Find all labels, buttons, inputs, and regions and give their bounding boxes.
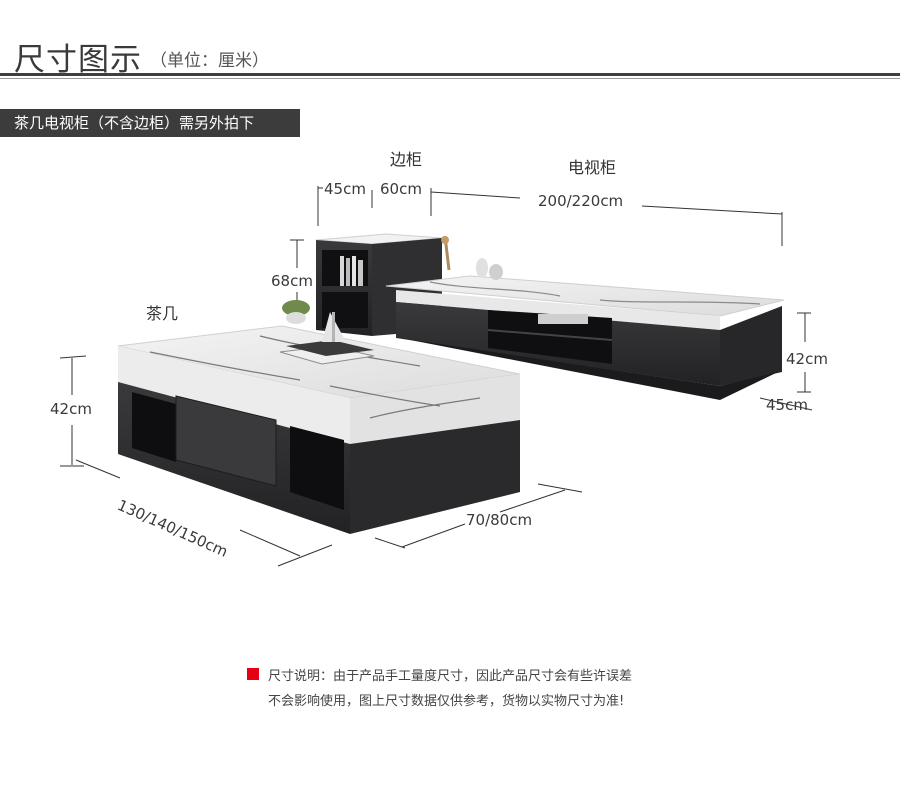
dimension-lines (59, 186, 813, 567)
dim-side-depth: 45cm (324, 180, 366, 198)
label-tv-cabinet: 电视柜 (568, 158, 617, 177)
red-square-icon (247, 668, 259, 680)
header-divider (0, 73, 900, 76)
dim-side-height: 68cm (271, 272, 313, 290)
dim-table-depth: 70/80cm (466, 511, 533, 529)
dim-tv-length: 200/220cm (538, 192, 624, 210)
purchase-note-banner: 茶几电视柜（不含边柜）需另外拍下 (0, 109, 300, 137)
label-coffee-table: 茶几 (146, 304, 179, 323)
page-title: 尺寸图示 (14, 42, 142, 78)
header-divider-thin (0, 78, 900, 79)
dim-tv-depth: 45cm (766, 396, 808, 414)
dim-tv-height: 42cm (786, 350, 828, 368)
coffee-table-drawing (117, 300, 521, 534)
furniture-illustration (59, 186, 813, 567)
tv-cabinet-drawing (385, 258, 785, 400)
disclaimer-line-1: 尺寸说明：由于产品手工量度尺寸，因此产品尺寸会有些许误差 (268, 669, 633, 684)
unit-note: （单位：厘米） (150, 51, 269, 71)
dim-side-width: 60cm (380, 180, 422, 198)
label-side-cabinet: 边柜 (390, 150, 423, 169)
disclaimer-line-2: 不会影响使用，图上尺寸数据仅供参考，货物以实物尺寸为准! (268, 694, 625, 709)
dim-table-height: 42cm (50, 400, 92, 418)
